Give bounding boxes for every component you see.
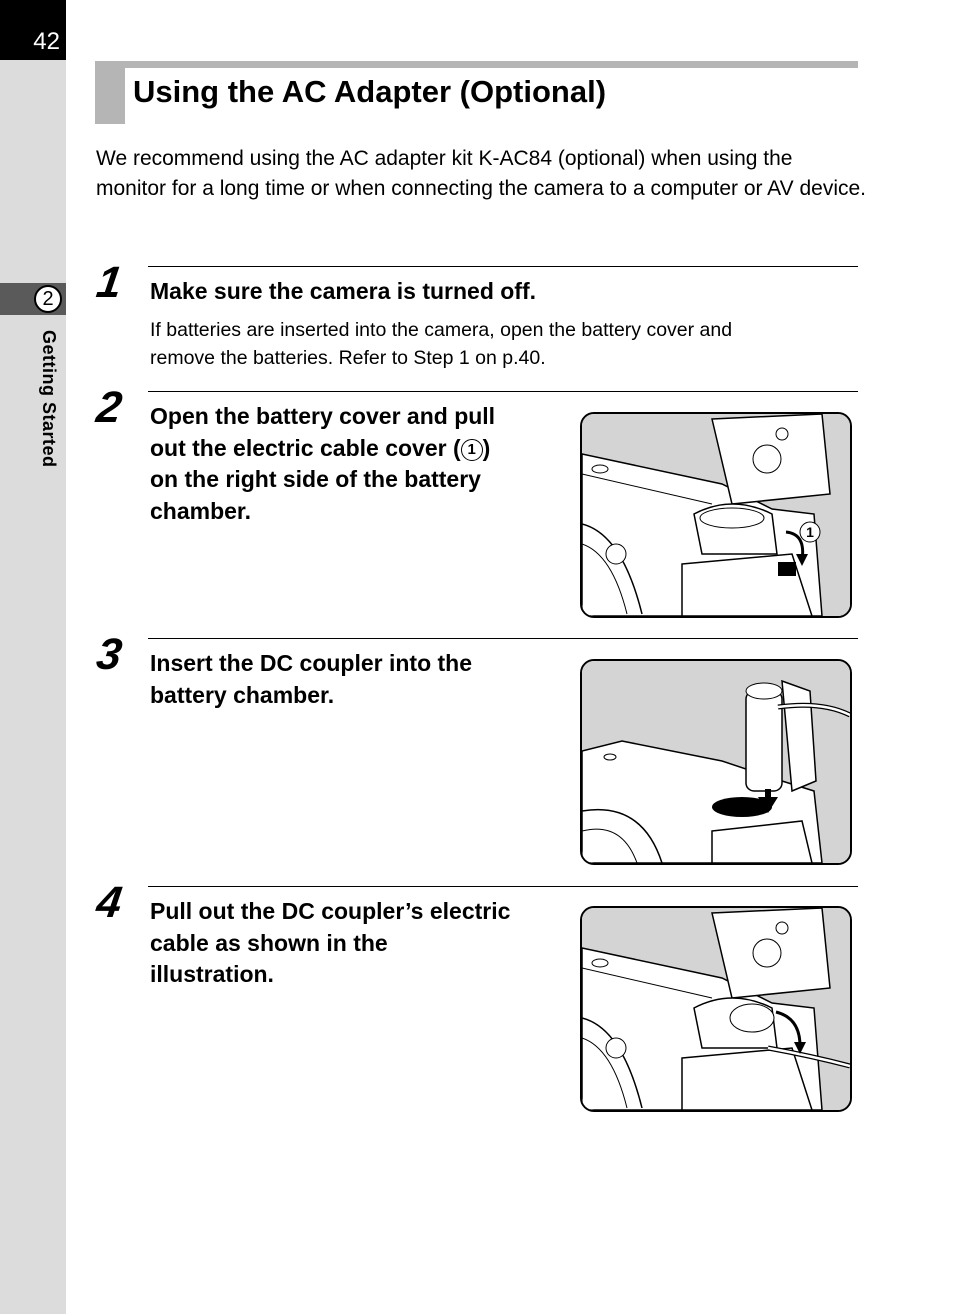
- chapter-sidebar: [0, 0, 66, 1314]
- step-heading-line: chamber.: [150, 498, 251, 525]
- step-divider: [148, 266, 858, 267]
- chapter-number: 2: [34, 285, 62, 313]
- step-heading: Make sure the camera is turned off.: [150, 278, 537, 304]
- step-body: If batteries are inserted into the camer…: [150, 316, 850, 372]
- step-heading-line: Open the battery cover and pull: [150, 403, 496, 429]
- page-number: 42: [33, 28, 60, 55]
- step-heading-line: on the right side of the battery: [150, 466, 481, 493]
- step-heading-line: Pull out the DC coupler’s electric: [150, 898, 511, 924]
- title-rule: [95, 61, 858, 68]
- step-number: 1: [93, 258, 125, 307]
- step-number: 4: [93, 878, 125, 927]
- step-heading: Open the battery cover and pull out the …: [150, 401, 570, 528]
- step-heading-line: illustration.: [150, 961, 274, 988]
- step-number: 3: [93, 630, 125, 679]
- step-heading-line: cable as shown in the: [150, 929, 388, 956]
- illustration-callout: 1: [806, 524, 814, 540]
- step-heading-line: battery chamber.: [150, 681, 335, 708]
- page-number-box: 42: [0, 0, 66, 60]
- step-heading: Insert the DC coupler into the battery c…: [150, 648, 570, 711]
- illustration-dc-coupler-insert: [580, 659, 852, 865]
- step-divider: [148, 391, 858, 392]
- intro-paragraph: We recommend using the AC adapter kit K-…: [96, 147, 867, 200]
- step-body-line: remove the batteries. Refer to Step 1 on…: [150, 347, 546, 369]
- marker-circle: 1: [460, 438, 483, 461]
- step-heading-text: ): [482, 434, 491, 461]
- step-heading: Pull out the DC coupler’s electric cable…: [150, 896, 570, 991]
- illustration-pull-cable: [580, 906, 852, 1112]
- illustration-battery-cover: 1: [580, 412, 852, 618]
- step-divider: [148, 638, 858, 639]
- step-heading-text: out the electric cable cover (: [150, 434, 461, 461]
- step-divider: [148, 886, 858, 887]
- step-body-line: If batteries are inserted into the camer…: [150, 319, 733, 341]
- title-accent-block: [95, 61, 125, 124]
- step-heading-line: Insert the DC coupler into the: [150, 650, 473, 676]
- chapter-name: Getting Started: [39, 330, 59, 468]
- section-title: Using the AC Adapter (Optional): [133, 74, 607, 109]
- step-heading-line: out the electric cable cover (1): [150, 433, 570, 465]
- step-number: 2: [93, 383, 125, 432]
